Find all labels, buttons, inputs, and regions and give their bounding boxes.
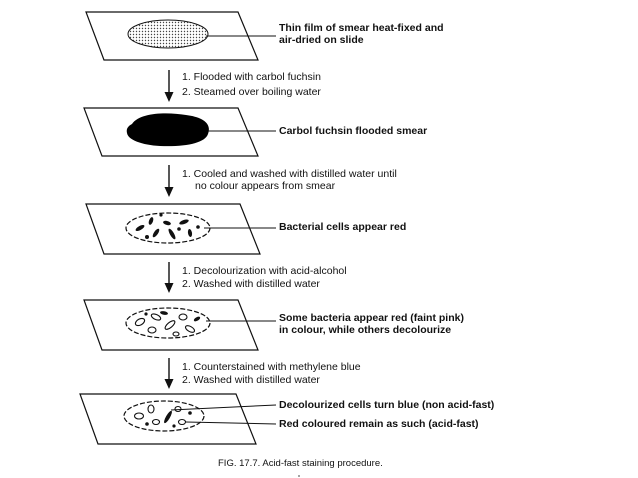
step-2-line-1: 1. Cooled and washed with distilled wate… bbox=[182, 168, 397, 180]
label-heat-fixed-1: Thin film of smear heat-fixed and bbox=[279, 22, 444, 34]
step-1-line-1: 1. Flooded with carbol fuchsin bbox=[182, 71, 321, 83]
label-heat-fixed-2: air-dried on slide bbox=[279, 34, 364, 46]
label-flooded-smear: Carbol fuchsin flooded smear bbox=[279, 125, 428, 137]
step-1-line-2: 2. Steamed over boiling water bbox=[182, 86, 321, 98]
step-4-line-1: 1. Counterstained with methylene blue bbox=[182, 361, 361, 373]
flooded-smear bbox=[126, 113, 209, 147]
slide-1 bbox=[85, 11, 276, 61]
slide-5 bbox=[79, 393, 277, 445]
pointer-line-5b bbox=[185, 421, 277, 425]
label-faint-pink-2: in colour, while others decolourize bbox=[279, 324, 452, 336]
dried-smear bbox=[127, 19, 209, 49]
step-4-line-2: 2. Washed with distilled water bbox=[182, 374, 320, 386]
bacteria-cells-4 bbox=[134, 313, 196, 337]
label-faint-pink-1: Some bacteria appear red (faint pink) bbox=[279, 312, 464, 324]
process-arrows bbox=[164, 70, 174, 389]
label-non-acid-fast: Decolourized cells turn blue (non acid-f… bbox=[279, 399, 495, 411]
bacteria-cells-3 bbox=[135, 213, 200, 240]
step-2-line-2: no colour appears from smear bbox=[195, 180, 336, 192]
slide-4 bbox=[83, 299, 276, 351]
label-acid-fast: Red coloured remain as such (acid-fast) bbox=[279, 418, 479, 430]
figure-caption: FIG. 17.7. Acid-fast staining procedure. bbox=[218, 458, 383, 469]
step-3-line-1: 1. Decolourization with acid-alcohol bbox=[182, 265, 347, 277]
bacteria-cells-5 bbox=[133, 404, 192, 428]
step-3-line-2: 2. Washed with distilled water bbox=[182, 278, 320, 290]
speck bbox=[298, 475, 300, 477]
pointer-line-5a bbox=[170, 404, 277, 411]
label-cells-red: Bacterial cells appear red bbox=[279, 221, 407, 233]
slide-3 bbox=[85, 203, 276, 255]
slide-2 bbox=[83, 107, 276, 157]
